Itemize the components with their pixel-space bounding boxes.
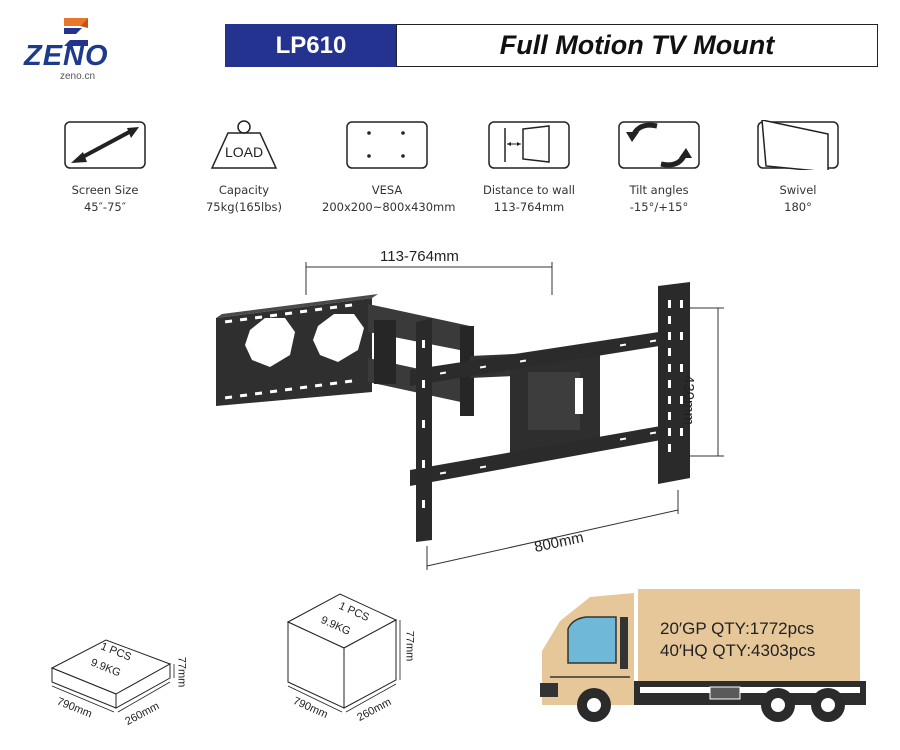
feature-value: -15°/+15° <box>629 200 689 214</box>
wall-distance-icon <box>488 121 570 169</box>
inner-box-illustration <box>50 639 175 713</box>
feature-screen-size: Screen Size 45″-75″ <box>40 120 170 216</box>
model-badge: LP610 <box>225 24 397 67</box>
feature-swivel: Swivel 180° <box>733 119 863 216</box>
qty-20gp: 20′GP QTY:1772pcs <box>660 619 815 638</box>
height-dimension-label: 430mm <box>680 375 697 426</box>
feature-label: Screen Size <box>71 183 139 197</box>
feature-value: 45″-75″ <box>83 200 126 214</box>
vesa-pattern-icon <box>346 121 428 169</box>
truck-wheels <box>577 688 845 722</box>
tilt-arrows-icon <box>618 121 700 169</box>
load-weight-icon: LOAD <box>210 120 278 169</box>
wall-plate <box>216 294 378 406</box>
product-title: Full Motion TV Mount <box>396 24 878 67</box>
feature-value: 180° <box>784 200 812 214</box>
load-icon-text: LOAD <box>225 144 263 160</box>
brand-site: zeno.cn <box>60 71 96 82</box>
qty-40hq: 40′HQ QTY:4303pcs <box>660 641 816 660</box>
extension-dimension-label: 113-764mm <box>380 248 459 265</box>
height-dimension-line <box>690 307 724 457</box>
shipping-truck-illustration <box>540 589 866 722</box>
zeno-logo-icon <box>64 18 88 46</box>
tilt-head <box>510 346 600 456</box>
swivel-icon <box>757 119 839 173</box>
diagonal-arrow-icon <box>64 121 146 169</box>
horizontal-rails <box>410 330 672 486</box>
tv-brackets <box>416 282 690 542</box>
feature-value: 113-764mm <box>493 200 565 214</box>
feature-label: VESA <box>371 183 403 197</box>
feature-vesa: VESA 200x200~800x430mm <box>322 120 456 216</box>
feature-tilt: Tilt angles -15°/+15° <box>594 120 724 216</box>
feature-label: Swivel <box>779 183 817 197</box>
inner-box-height: 77mm <box>175 656 188 688</box>
feature-label: Capacity <box>218 183 270 197</box>
tv-mount-illustration <box>216 262 724 570</box>
extension-dimension-line <box>305 262 553 295</box>
feature-value: 200x200~800x430mm <box>322 200 456 214</box>
feature-label: Tilt angles <box>629 183 689 197</box>
outer-box-illustration <box>286 593 401 713</box>
brand-name: ZENO <box>24 40 109 72</box>
feature-value: 75kg(165lbs) <box>205 200 282 214</box>
outer-box-height: 77mm <box>403 630 416 662</box>
width-dimension-line <box>426 490 679 570</box>
feature-label: Distance to wall <box>483 183 575 197</box>
feature-distance: Distance to wall 113-764mm <box>464 120 594 216</box>
feature-capacity: LOAD Capacity 75kg(165lbs) <box>179 120 309 216</box>
shipping-container <box>638 589 860 681</box>
